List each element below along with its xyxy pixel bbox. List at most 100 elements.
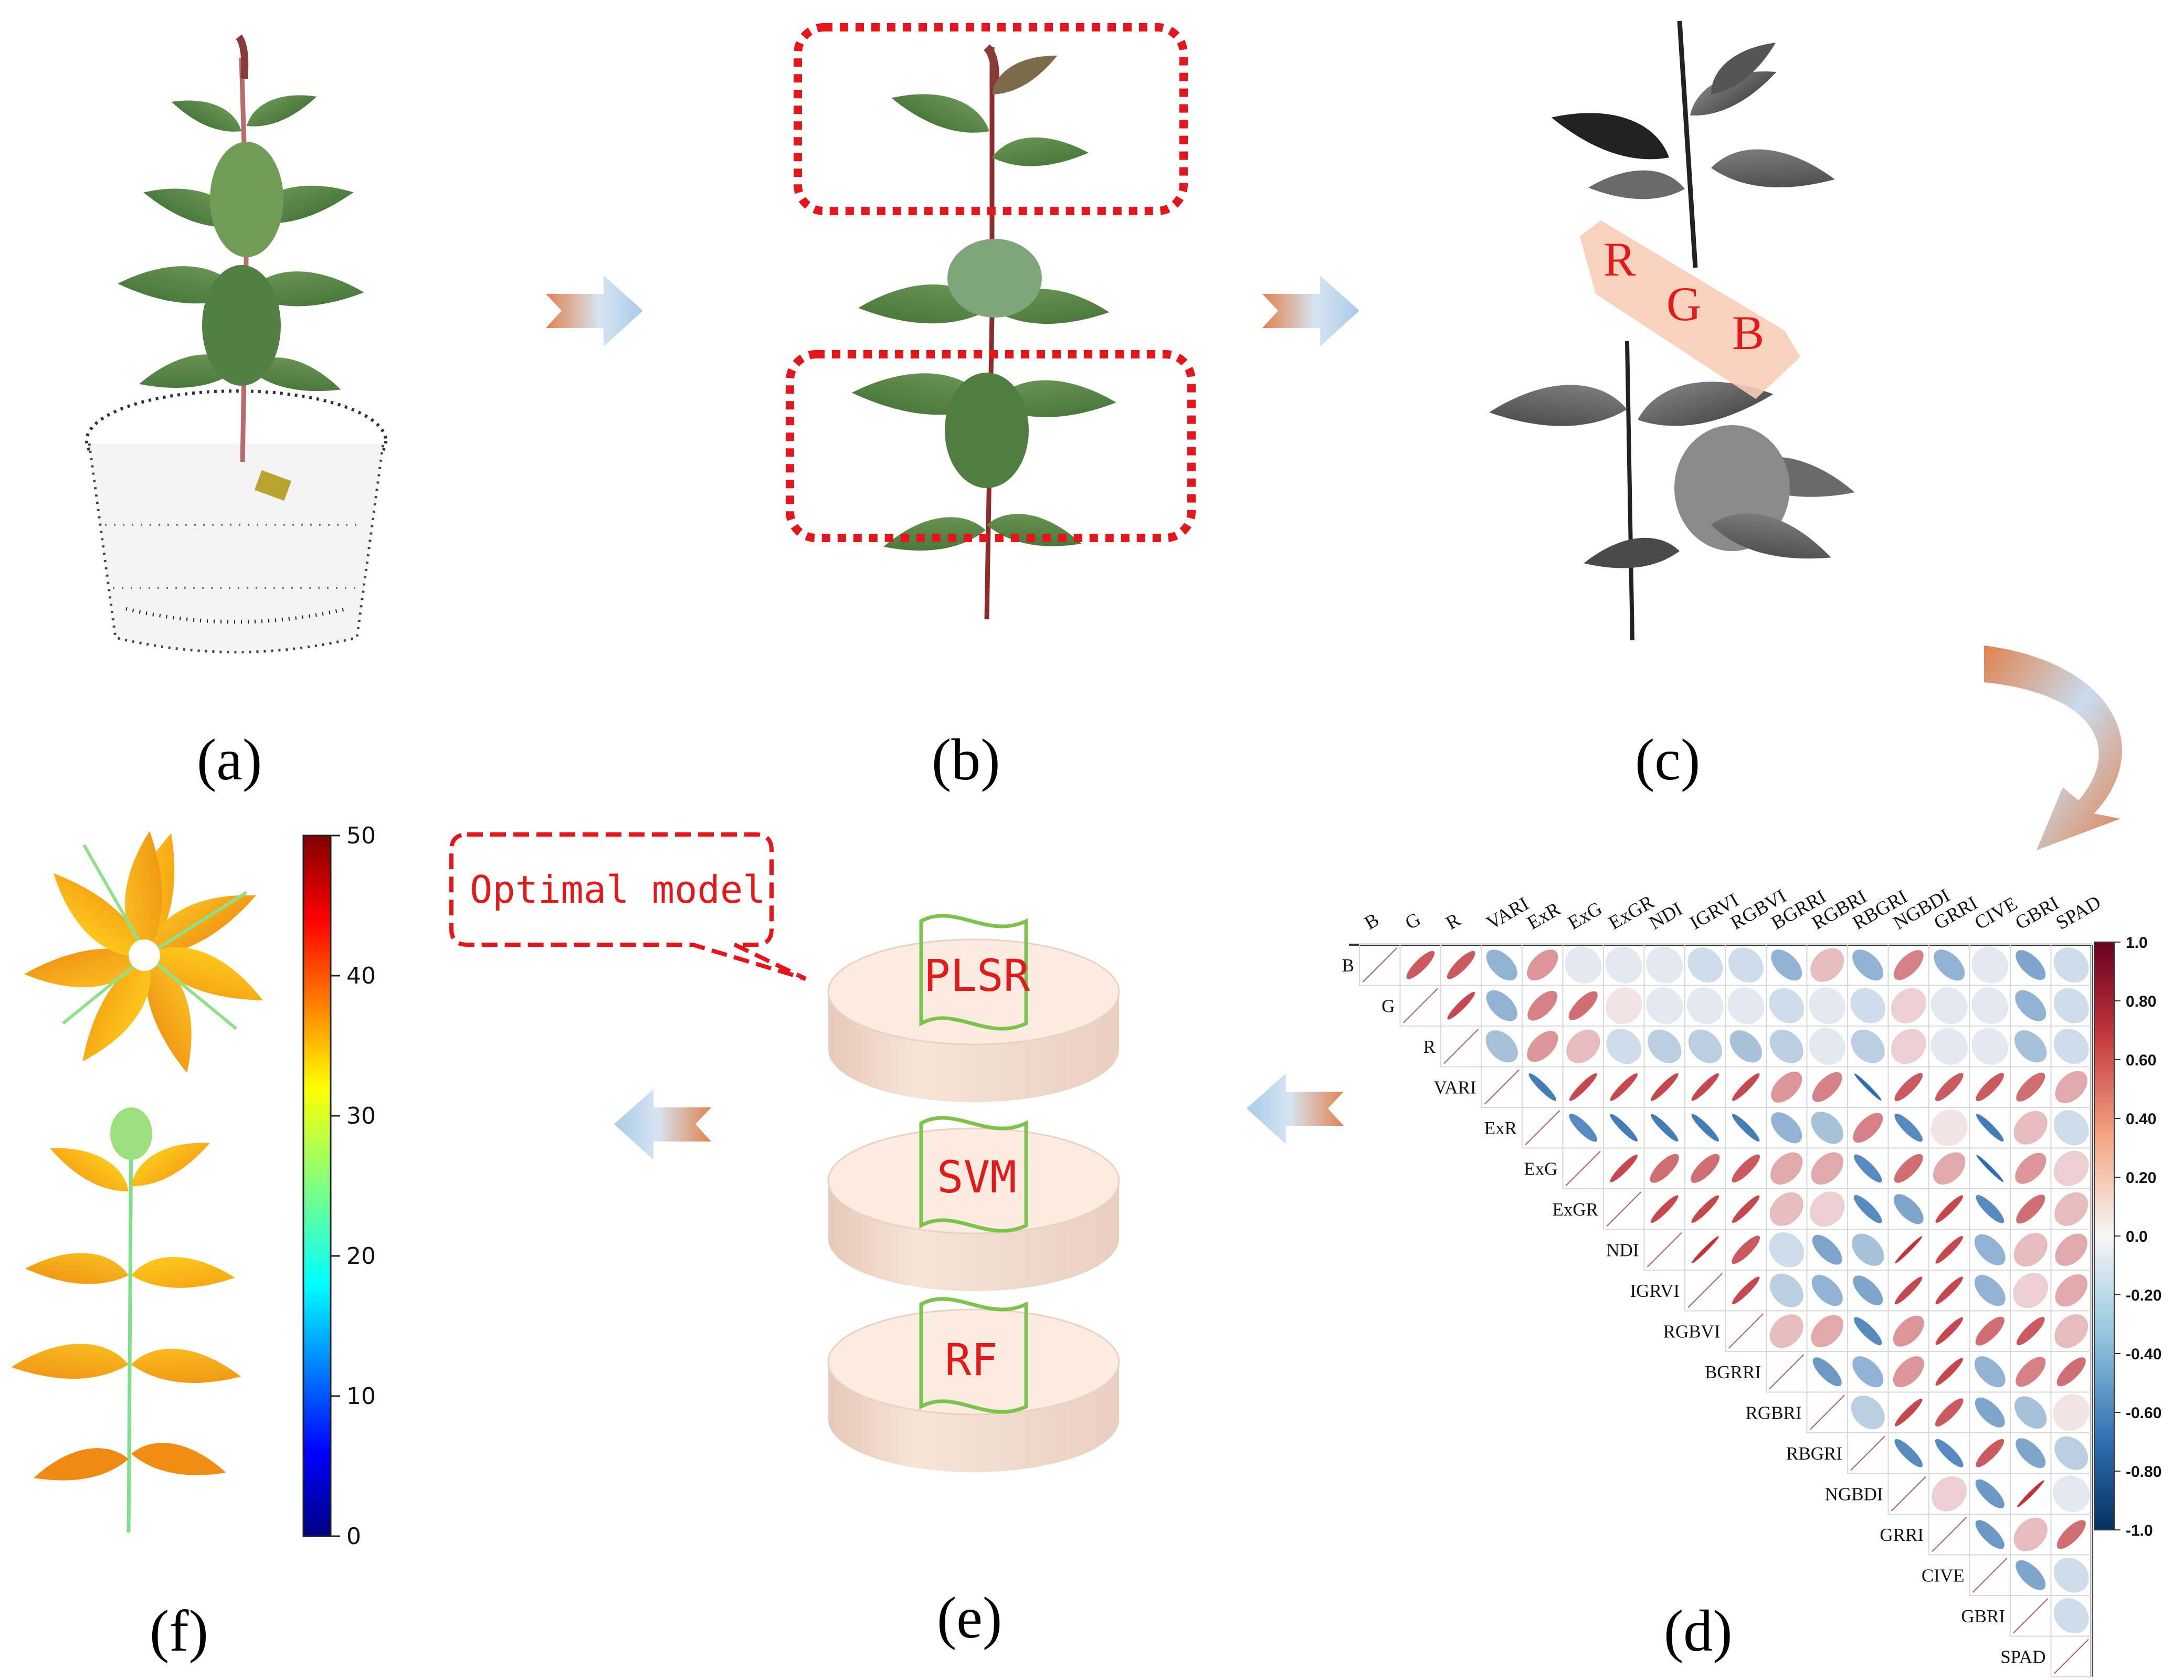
corr-ellipse [1610, 1154, 1638, 1182]
corr-diagonal-mark [1809, 1394, 1845, 1430]
spad-map-side-view [9, 1107, 244, 1533]
model-flag-icon [919, 1297, 1028, 1414]
corr-ellipse [1771, 1112, 1802, 1144]
spad-colorbar [302, 834, 332, 1537]
corr-ellipse [1770, 1152, 1803, 1185]
corr-ellipse [1650, 1154, 1679, 1183]
corr-ellipse [2016, 1195, 2045, 1224]
corr-ellipse [1605, 946, 1642, 984]
corr-ellipse [2015, 1153, 2046, 1184]
corr-ellipse [1975, 1479, 2004, 1508]
corr-header-exr: ExR [1524, 898, 1565, 934]
panel-label-e: (e) [937, 1586, 1002, 1651]
flow-arrow-icon [1262, 276, 1359, 346]
flow-arrow-icon [546, 276, 643, 346]
corr-ellipse [1853, 1275, 1883, 1306]
corr-ellipse [1688, 1029, 1722, 1063]
spad-colorbar-tick: 30 [346, 1103, 376, 1129]
corr-ellipse [2017, 1480, 2044, 1508]
corr-header-vari: VARI [1483, 893, 1533, 934]
corr-colorbar-tick: 0.40 [2126, 1111, 2156, 1128]
corr-row-label-cive: CIVE [1922, 1565, 1965, 1586]
corr-colorbar-tick: 0.60 [2126, 1052, 2156, 1069]
corr-diagonal-mark [1443, 1029, 1479, 1064]
corr-ellipse [1935, 1195, 1964, 1223]
corr-ellipse [1566, 1029, 1600, 1063]
corr-ellipse [1894, 1073, 1923, 1102]
corr-ellipse [1687, 947, 1723, 983]
corr-ellipse [1853, 1113, 1883, 1143]
corr-ellipse [1852, 949, 1884, 981]
corr-row-label-rbgri: RBGRI [1786, 1443, 1842, 1464]
corr-ellipse [1606, 1029, 1642, 1064]
corr-ellipse [1732, 1154, 1760, 1183]
corr-diagonal-mark [2053, 1639, 2089, 1674]
corr-ellipse [1809, 1191, 1845, 1227]
corr-ellipse [2013, 1111, 2048, 1145]
corr-ellipse [1728, 947, 1764, 983]
corr-row-label-grri: GRRI [1880, 1525, 1924, 1545]
corr-ellipse [1935, 1235, 1964, 1264]
corr-ellipse [1811, 1152, 1843, 1185]
corr-ellipse [2056, 1520, 2086, 1549]
corr-ellipse [1894, 1154, 1923, 1183]
corr-ellipse [2053, 1475, 2090, 1513]
corr-ellipse [2016, 1438, 2046, 1468]
corr-colorbar-tick: -0.40 [2126, 1346, 2161, 1363]
corr-ellipse [1893, 1315, 1924, 1347]
spad-map-top-view [24, 828, 270, 1077]
corr-ellipse [2013, 1233, 2048, 1267]
corr-ellipse [1894, 1113, 1923, 1142]
panel-label-d: (d) [1664, 1599, 1733, 1664]
corr-ellipse [1812, 1234, 1842, 1265]
corr-ellipse [1732, 1114, 1760, 1142]
corr-ellipse [1769, 1314, 1803, 1348]
corr-ellipse [1729, 1030, 1762, 1063]
corr-row-label-igrvi: IGRVI [1630, 1281, 1680, 1301]
corr-ellipse [1406, 950, 1435, 979]
panel-label-f: (f) [150, 1599, 208, 1664]
corr-ellipse [1527, 990, 1558, 1021]
corr-ellipse [1727, 987, 1765, 1024]
corr-diagonal-mark [1769, 1354, 1805, 1390]
corr-header-b: B [1361, 909, 1383, 934]
corr-ellipse [1935, 1398, 1964, 1427]
corr-diagonal-mark [1565, 1150, 1601, 1186]
corr-diagonal-mark [1525, 1110, 1560, 1146]
corr-ellipse [2016, 950, 2046, 980]
corr-ellipse [1686, 987, 1724, 1024]
corr-ellipse [1975, 1520, 2004, 1549]
corr-cell [2050, 1635, 2092, 1677]
corr-ellipse [1976, 1195, 2004, 1223]
corr-ellipse [2053, 1150, 2089, 1186]
corr-ellipse [1610, 1073, 1638, 1101]
corr-ellipse [1691, 1114, 1719, 1142]
corr-ellipse [1771, 949, 1802, 981]
corr-ellipse [2054, 1436, 2088, 1470]
corr-row-label-g: G [1381, 996, 1395, 1016]
plant-c-gray-leaves [1486, 20, 1859, 641]
curved-arrow-icon [1984, 646, 2122, 850]
corr-colorbar-tick: -0.60 [2126, 1404, 2161, 1422]
corr-ellipse [1853, 1317, 1882, 1346]
spad-colorbar-tick: 40 [346, 963, 376, 989]
corr-ellipse [1809, 1028, 1846, 1065]
corr-ellipse [2055, 1274, 2087, 1307]
corr-diagonal-mark [1362, 947, 1398, 983]
corr-row-label-exgr: ExGR [1553, 1199, 1599, 1220]
corr-ellipse [1930, 987, 1968, 1024]
corr-row-label-r: R [1423, 1037, 1436, 1057]
corr-diagonal-mark [1850, 1435, 1886, 1471]
corr-ellipse [1485, 1030, 1518, 1063]
corr-ellipse [2054, 1314, 2088, 1348]
model-label-svm: SVM [937, 1151, 1017, 1203]
plant-a-stem-and-leaves [117, 34, 366, 501]
corr-ellipse [1852, 1356, 1884, 1388]
corr-ellipse [2016, 1317, 2045, 1346]
corr-ellipse [1974, 1356, 2006, 1388]
corr-ellipse [1771, 1071, 1802, 1103]
